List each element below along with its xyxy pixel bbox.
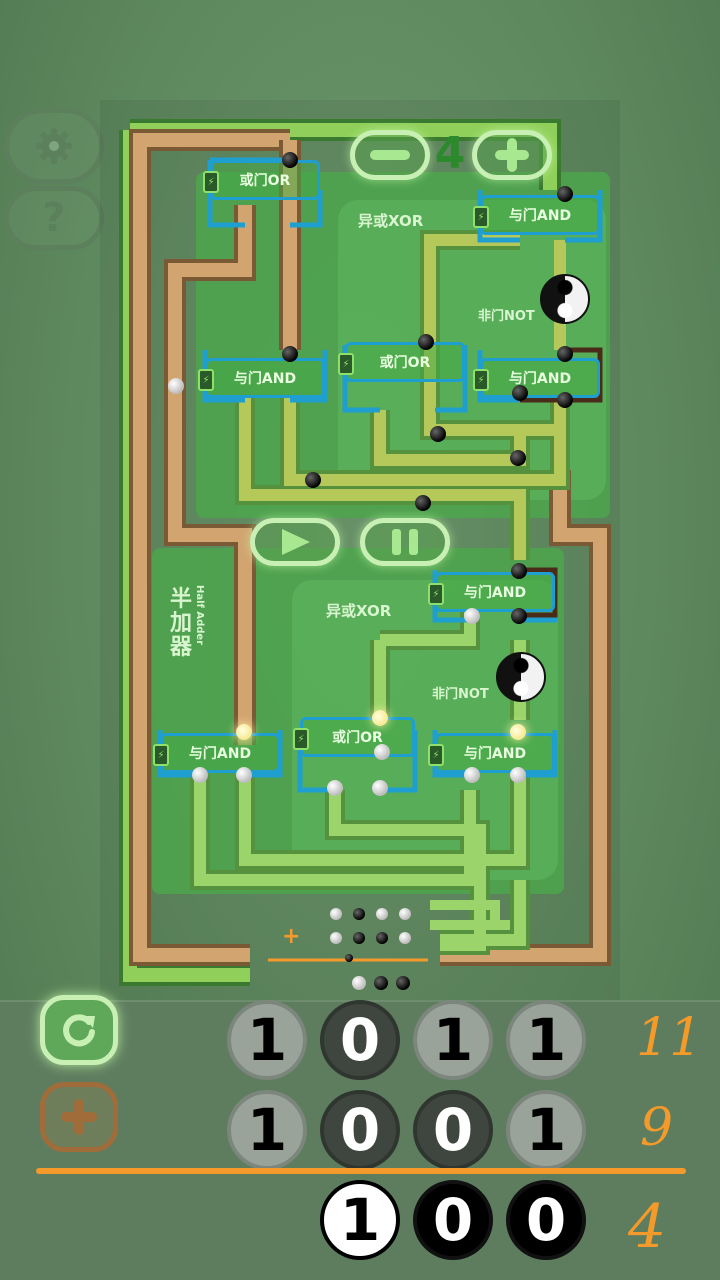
mini-bit [330, 932, 342, 944]
signal-ball [282, 152, 298, 168]
b-bit-1[interactable]: 0 [413, 1090, 493, 1170]
operation-button[interactable] [40, 1082, 118, 1152]
b-bit-3[interactable]: 1 [227, 1090, 307, 1170]
gate-or-3[interactable]: ⚡或门OR [293, 717, 415, 757]
gate-and-2[interactable]: ⚡与门AND [198, 358, 325, 398]
signal-ball [192, 767, 208, 783]
signal-ball [168, 378, 184, 394]
half-adder-label: 半加器 [170, 587, 193, 660]
a-bit-3[interactable]: 1 [227, 1000, 307, 1080]
b-bit-0[interactable]: 1 [506, 1090, 586, 1170]
signal-ball [372, 710, 388, 726]
b-bit-2[interactable]: 0 [320, 1090, 400, 1170]
mini-bit [374, 976, 388, 990]
play-icon [282, 529, 310, 555]
a-bit-0[interactable]: 1 [506, 1000, 586, 1080]
signal-ball [430, 426, 446, 442]
signal-ball [512, 385, 528, 401]
signal-ball [511, 608, 527, 624]
battery-icon: ⚡ [473, 369, 489, 391]
gate-or-2[interactable]: ⚡或门OR [338, 342, 465, 382]
refresh-icon [63, 1014, 95, 1047]
b-decimal: 9 [640, 1098, 674, 1158]
signal-ball [557, 346, 573, 362]
signal-ball [418, 334, 434, 350]
signal-ball [464, 608, 480, 624]
signal-ball [510, 450, 526, 466]
help-button[interactable]: ? [4, 186, 104, 250]
mini-bit [376, 908, 388, 920]
play-button[interactable] [250, 518, 340, 566]
pause-icon [392, 529, 418, 555]
mini-bit [345, 954, 353, 962]
signal-ball [282, 346, 298, 362]
a-bit-2[interactable]: 0 [320, 1000, 400, 1080]
not-top-label: 非门NOT [478, 309, 535, 324]
gate-or-1[interactable]: ⚡或门OR [203, 160, 320, 200]
mini-bit [396, 976, 410, 990]
counter-value: 4 [434, 128, 466, 179]
battery-icon: ⚡ [153, 744, 169, 766]
signal-ball [464, 767, 480, 783]
battery-icon: ⚡ [338, 353, 354, 375]
not-gate-yinyang-icon[interactable] [540, 274, 590, 324]
plus-icon [495, 138, 529, 172]
pause-button[interactable] [360, 518, 450, 566]
minus-icon [370, 150, 410, 160]
signal-ball [374, 744, 390, 760]
result-bit-2: 1 [320, 1180, 400, 1260]
mini-bit [399, 932, 411, 944]
mini-bit [353, 908, 365, 920]
a-bit-1[interactable]: 1 [413, 1000, 493, 1080]
signal-ball [557, 392, 573, 408]
battery-icon: ⚡ [293, 728, 309, 750]
mini-bit [352, 976, 366, 990]
mini-bit [376, 932, 388, 944]
help-icon: ? [42, 195, 66, 241]
battery-icon: ⚡ [198, 369, 214, 391]
settings-button[interactable] [4, 108, 104, 184]
battery-icon: ⚡ [203, 171, 219, 193]
xor-bottom-label: 异或XOR [326, 602, 392, 620]
signal-ball [305, 472, 321, 488]
xor-top-label: 异或XOR [358, 212, 424, 230]
signal-ball [510, 724, 526, 740]
signal-ball [415, 495, 431, 511]
signal-ball [510, 767, 526, 783]
signal-ball [327, 780, 343, 796]
result-bit-1: 0 [413, 1180, 493, 1260]
mini-bit [353, 932, 365, 944]
gate-and-5[interactable]: ⚡与门AND [153, 733, 280, 773]
a-decimal: 11 [636, 1008, 703, 1068]
battery-icon: ⚡ [473, 206, 489, 228]
gate-and-3[interactable]: ⚡与门AND [473, 358, 600, 398]
operation-mini-symbol: + [282, 924, 301, 949]
battery-icon: ⚡ [428, 583, 444, 605]
sum-divider [36, 1168, 686, 1174]
plus-icon [61, 1099, 97, 1135]
mini-bit [399, 908, 411, 920]
not-bottom-label: 非门NOT [432, 687, 489, 702]
signal-ball [236, 724, 252, 740]
signal-ball [372, 780, 388, 796]
gate-and-4[interactable]: ⚡与门AND [428, 572, 555, 612]
decrease-button[interactable] [350, 130, 430, 180]
signal-ball [557, 186, 573, 202]
battery-icon: ⚡ [428, 744, 444, 766]
result-bit-0: 0 [506, 1180, 586, 1260]
mini-bit [330, 908, 342, 920]
gate-and-6[interactable]: ⚡与门AND [428, 733, 555, 773]
reset-button[interactable] [40, 995, 118, 1065]
signal-ball [236, 767, 252, 783]
half-adder-en-label: Half Adder [194, 585, 205, 646]
gear-icon [36, 128, 72, 164]
increase-button[interactable] [472, 130, 552, 180]
signal-ball [511, 563, 527, 579]
gate-and-1[interactable]: ⚡与门AND [473, 195, 600, 235]
not-gate-yinyang-icon[interactable] [496, 652, 546, 702]
result-decimal: 4 [628, 1192, 667, 1262]
